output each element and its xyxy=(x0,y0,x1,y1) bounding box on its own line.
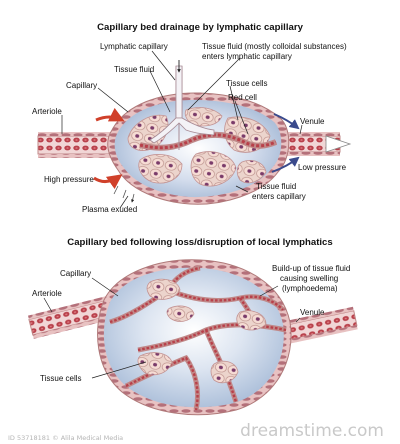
bottom-capillary-bed xyxy=(27,259,358,416)
label-top-arteriole: Arteriole xyxy=(32,107,62,116)
label-buildup-3: (lymphoedema) xyxy=(282,284,338,293)
label-bottom-tissue-cells: Tissue cells xyxy=(40,374,82,383)
label-enters-lymphatic: enters lymphatic capillary xyxy=(202,52,292,61)
label-enters-capillary-2: enters capillary xyxy=(252,192,306,201)
label-enters-capillary-1: Tissue fluid xyxy=(256,182,296,191)
top-low-pressure-arrow xyxy=(273,113,300,130)
label-top-venule: Venule xyxy=(300,117,325,126)
label-bottom-venule: Venule xyxy=(300,308,325,317)
label-top-tissue-cells: Tissue cells xyxy=(226,79,268,88)
label-buildup-2: causing swelling xyxy=(280,274,338,283)
label-bottom-capillary: Capillary xyxy=(60,269,91,278)
top-high-pressure-arrow-2 xyxy=(93,174,123,190)
label-buildup-1: Build-up of tissue fluid xyxy=(272,264,350,273)
label-high-pressure: High pressure xyxy=(44,175,94,184)
watermark: dreamstime.com ID 53718181 © Alila Medic… xyxy=(8,421,384,442)
top-high-pressure-arrow xyxy=(95,107,125,122)
label-plasma-exuded: Plasma exuded xyxy=(82,205,137,214)
label-tissue-fluid: Tissue fluid xyxy=(114,65,154,74)
label-tissue-fluid-colloidal: Tissue fluid (mostly colloidal substance… xyxy=(202,42,347,51)
top-leader-lines xyxy=(61,50,303,209)
label-low-pressure: Low pressure xyxy=(298,163,347,172)
label-top-capillary: Capillary xyxy=(66,81,97,90)
watermark-id: ID 53718181 © Alila Medical Media xyxy=(8,434,123,442)
label-lymphatic-capillary: Lymphatic capillary xyxy=(100,42,168,51)
top-low-pressure-arrow-2 xyxy=(271,156,300,173)
bottom-title: Capillary bed following loss/disruption … xyxy=(67,237,332,248)
label-red-cell: Red cell xyxy=(228,93,257,102)
label-bottom-arteriole: Arteriole xyxy=(32,289,62,298)
watermark-text: dreamstime.com xyxy=(240,421,384,441)
top-title: Capillary bed drainage by lymphatic capi… xyxy=(97,22,303,33)
bottom-leader-lines xyxy=(43,277,301,379)
top-capillary-bed xyxy=(37,60,352,204)
